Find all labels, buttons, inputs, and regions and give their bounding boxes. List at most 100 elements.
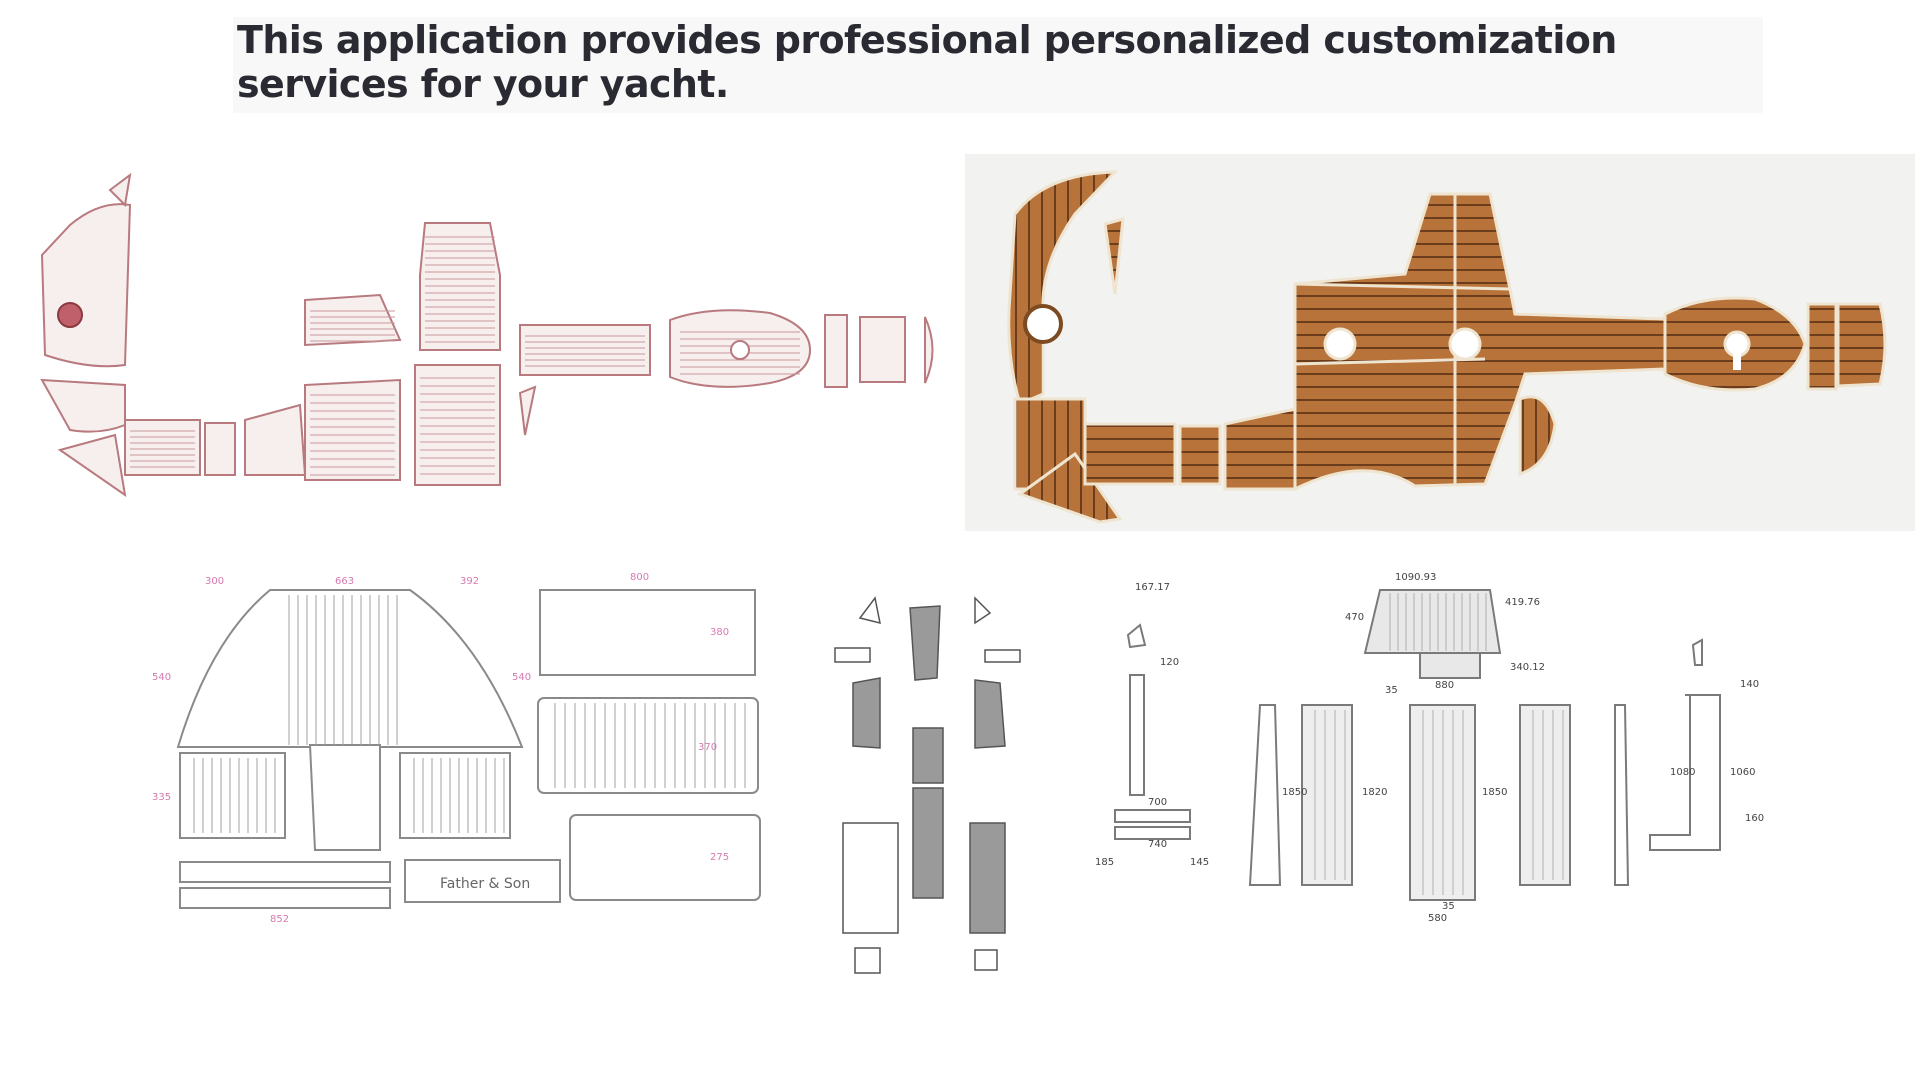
gray-piece-4	[834, 647, 871, 663]
dim-label: 340.12	[1510, 662, 1545, 673]
dim-label: 1090.93	[1395, 572, 1436, 583]
platform-hole	[730, 340, 750, 360]
gray-piece-1	[858, 596, 881, 625]
bow-tail-piece	[57, 433, 127, 498]
teak-helm-ring	[1023, 304, 1063, 344]
dim-label: 419.76	[1505, 597, 1540, 608]
teak-walk-2	[1178, 424, 1222, 486]
maker-label: Father & Son	[440, 876, 530, 892]
dim-label: 335	[152, 792, 171, 803]
cockpit-center-piece	[308, 744, 381, 851]
hatch-low-panel	[569, 814, 761, 901]
dim-label: 1850	[1282, 787, 1307, 798]
dim-label: 880	[1435, 680, 1454, 691]
bow-lower-piece	[40, 378, 126, 433]
gray-piece-9	[912, 787, 944, 899]
tall-sliver-left	[1248, 704, 1282, 886]
aft-bench-piece	[519, 324, 651, 376]
dim-label: 540	[152, 672, 171, 683]
tall-sliver-right	[1614, 704, 1630, 886]
small-piece-1	[824, 314, 848, 388]
dim-label: 160	[1745, 813, 1764, 824]
dim-label: 580	[1428, 913, 1447, 924]
cockpit-left-seat	[179, 752, 286, 839]
cockpit-right-seat	[399, 752, 511, 839]
long-strip-2	[179, 887, 391, 909]
teak-deck-hole-1	[1323, 327, 1357, 361]
teak-bow-trim	[1103, 216, 1125, 295]
dim-label: 120	[1160, 657, 1179, 668]
top-trapezoid	[1363, 589, 1502, 654]
dim-label: 35	[1442, 901, 1455, 912]
dim-label: 1850	[1482, 787, 1507, 798]
dim-label: 370	[698, 742, 717, 753]
teak-walk-3	[1223, 407, 1297, 491]
dim-label: 740	[1148, 839, 1167, 850]
headline: This application provides professional p…	[237, 18, 1617, 106]
dimension-drawing-a: 300 663 392 800 540 540 380 335 370 275 …	[150, 570, 770, 930]
teak-aft-piece-2	[1836, 302, 1887, 388]
headline-banner	[233, 17, 1763, 113]
teak-deck-render	[965, 154, 1915, 531]
hatch-top-panel	[539, 589, 756, 676]
gray-piece-7	[974, 679, 1006, 749]
gray-piece-12	[854, 947, 881, 974]
dim-label: 800	[630, 572, 649, 583]
dimension-drawing-c: 1090.93 470 419.76 167.17 120 340.12 35 …	[1090, 565, 1790, 935]
small-piece-3	[924, 316, 934, 384]
dim-label: 1060	[1730, 767, 1755, 778]
teak-bow-piece	[1007, 170, 1119, 407]
gray-piece-5	[984, 649, 1021, 663]
gray-piece-11	[969, 822, 1006, 934]
dim-label: 140	[1740, 679, 1759, 690]
small-piece-2	[859, 316, 906, 383]
dim-label: 663	[335, 576, 354, 587]
helm-ring	[57, 302, 83, 328]
narrow-post	[1129, 674, 1145, 796]
l-bracket	[1649, 694, 1721, 851]
teak-deck-hole-2	[1448, 327, 1482, 361]
dim-label: 1820	[1362, 787, 1387, 798]
top-stem	[1419, 652, 1481, 679]
gray-piece-13	[974, 949, 998, 971]
gray-piece-10	[842, 822, 899, 934]
gray-piece-6	[852, 677, 881, 749]
small-step-b	[1114, 826, 1191, 840]
outline-layout-drawing	[30, 165, 960, 500]
bow-left-piece	[40, 203, 132, 368]
gray-piece-8	[912, 727, 944, 784]
upper-step-piece	[304, 293, 402, 347]
label-panel	[404, 859, 561, 903]
dim-label: 275	[710, 852, 729, 863]
lower-seat-piece	[414, 364, 501, 486]
dim-label: 300	[205, 576, 224, 587]
dimension-drawing-b	[825, 588, 1030, 978]
teak-side-pod	[1518, 395, 1557, 477]
dim-label: 145	[1190, 857, 1209, 868]
walk-piece-1	[124, 419, 201, 476]
dim-label: 852	[270, 914, 289, 925]
teak-aft-piece-1	[1806, 302, 1838, 391]
teak-walk-1	[1083, 422, 1177, 486]
walk-piece-2	[204, 422, 236, 476]
lower-cockpit-piece	[304, 378, 401, 481]
dim-label: 540	[512, 672, 531, 683]
dim-label: 185	[1095, 857, 1114, 868]
hatch-mid-panel	[537, 697, 759, 794]
dim-label: 167.17	[1135, 582, 1170, 593]
dim-label: 1080	[1670, 767, 1695, 778]
tall-panel-2	[1519, 704, 1571, 886]
dim-label: 392	[460, 576, 479, 587]
dim-label: 470	[1345, 612, 1364, 623]
gray-piece-2	[909, 605, 941, 681]
tall-panel-1	[1301, 704, 1353, 886]
side-sliver	[518, 385, 537, 436]
dim-label: 700	[1148, 797, 1167, 808]
dim-label: 35	[1385, 685, 1398, 696]
long-strip-1	[179, 861, 391, 883]
small-step-a	[1114, 809, 1191, 823]
gray-piece-3	[974, 596, 992, 625]
bow-tip-piece	[108, 172, 132, 208]
teak-bow-tail	[1016, 451, 1123, 524]
bracket-cap	[1691, 638, 1703, 666]
